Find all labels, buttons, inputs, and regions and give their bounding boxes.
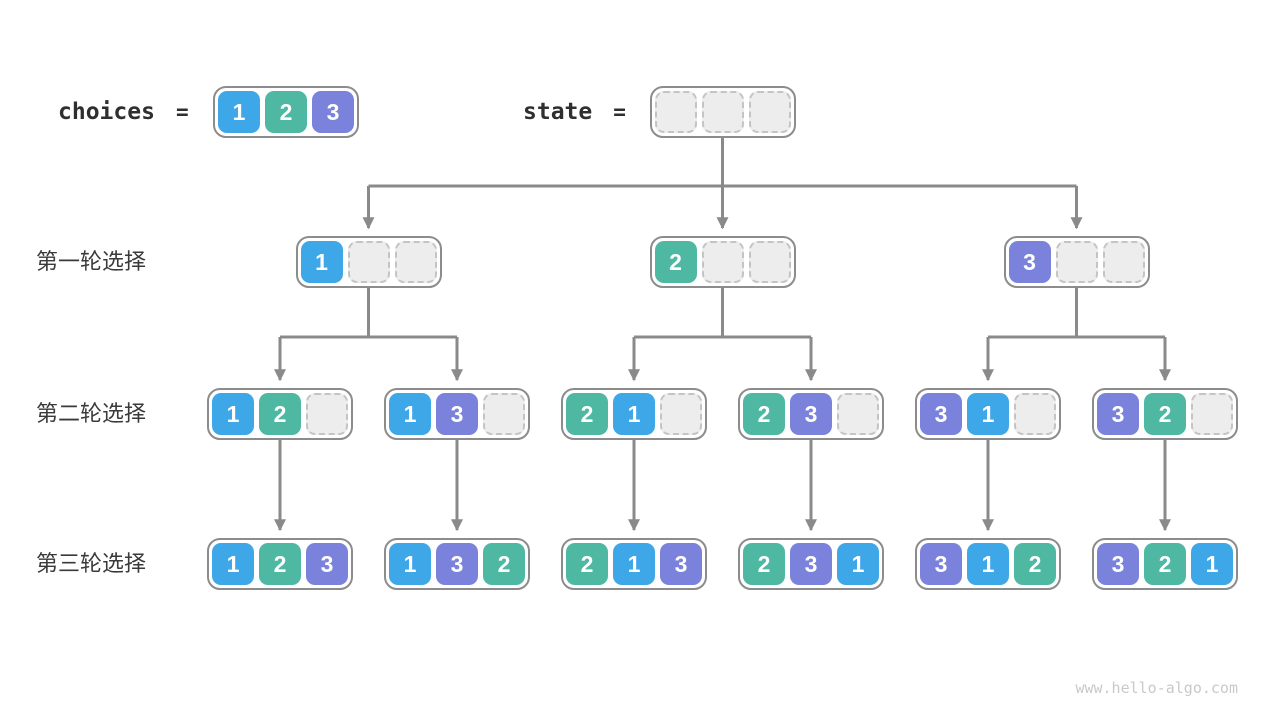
cell-value-1: 1: [300, 241, 343, 283]
cell-value-2: 2: [1014, 543, 1056, 585]
cell-value-2: 2: [1144, 393, 1186, 435]
empty-cell: [306, 393, 348, 435]
empty-cell: [1014, 393, 1056, 435]
empty-cell: [1191, 393, 1233, 435]
cell-value-3: 3: [920, 543, 962, 585]
cell-value-1: 1: [613, 393, 655, 435]
cell-value-2: 2: [566, 543, 608, 585]
state-equals-sign: =: [613, 100, 626, 124]
empty-cell: [701, 91, 744, 133]
choices-label: choices: [58, 99, 155, 125]
empty-cell: [837, 393, 879, 435]
round-1-label: 第一轮选择: [36, 249, 147, 274]
cell-value-1: 1: [837, 543, 879, 585]
cell-value-2: 2: [483, 543, 525, 585]
empty-cell: [748, 91, 791, 133]
watermark: www.hello-algo.com: [1075, 679, 1238, 697]
empty-cell: [654, 91, 697, 133]
state-expression: state =: [523, 86, 626, 138]
cell-value-1: 1: [389, 393, 431, 435]
choices-expression: choices =: [58, 86, 189, 138]
empty-cell: [483, 393, 525, 435]
cell-value-2: 2: [743, 543, 785, 585]
cell-value-3: 3: [1008, 241, 1051, 283]
cell-value-3: 3: [312, 91, 354, 133]
cell-value-3: 3: [920, 393, 962, 435]
cell-value-1: 1: [212, 393, 254, 435]
cell-value-3: 3: [1097, 393, 1139, 435]
cell-value-2: 2: [259, 543, 301, 585]
tree-node-round1-2: 2: [649, 236, 796, 288]
empty-cell: [1102, 241, 1145, 283]
cell-value-3: 3: [790, 543, 832, 585]
empty-cell: [347, 241, 390, 283]
cell-value-1: 1: [1191, 543, 1233, 585]
cell-value-1: 1: [613, 543, 655, 585]
cell-value-3: 3: [306, 543, 348, 585]
cell-value-1: 1: [218, 91, 260, 133]
empty-cell: [701, 241, 744, 283]
cell-value-2: 2: [654, 241, 697, 283]
cell-value-2: 2: [743, 393, 785, 435]
cell-value-1: 1: [967, 543, 1009, 585]
cell-value-3: 3: [436, 543, 478, 585]
cell-value-1: 1: [389, 543, 431, 585]
state-label: state: [523, 99, 593, 125]
cell-value-3: 3: [436, 393, 478, 435]
empty-cell: [748, 241, 791, 283]
tree-node-round1-1: 1: [295, 236, 442, 288]
cell-value-3: 3: [790, 393, 832, 435]
choices-equals-sign: =: [175, 100, 189, 124]
cell-value-3: 3: [660, 543, 702, 585]
cell-value-2: 2: [566, 393, 608, 435]
round-3-label: 第三轮选择: [36, 551, 147, 576]
cell-value-1: 1: [967, 393, 1009, 435]
empty-cell: [1055, 241, 1098, 283]
empty-cell: [660, 393, 702, 435]
cell-value-2: 2: [259, 393, 301, 435]
empty-cell: [394, 241, 437, 283]
cell-value-2: 2: [265, 91, 307, 133]
cell-value-3: 3: [1097, 543, 1139, 585]
cell-value-2: 2: [1144, 543, 1186, 585]
round-2-label: 第二轮选择: [36, 401, 147, 426]
state-array: [649, 86, 796, 138]
cell-value-1: 1: [212, 543, 254, 585]
tree-node-round1-3: 3: [1003, 236, 1150, 288]
